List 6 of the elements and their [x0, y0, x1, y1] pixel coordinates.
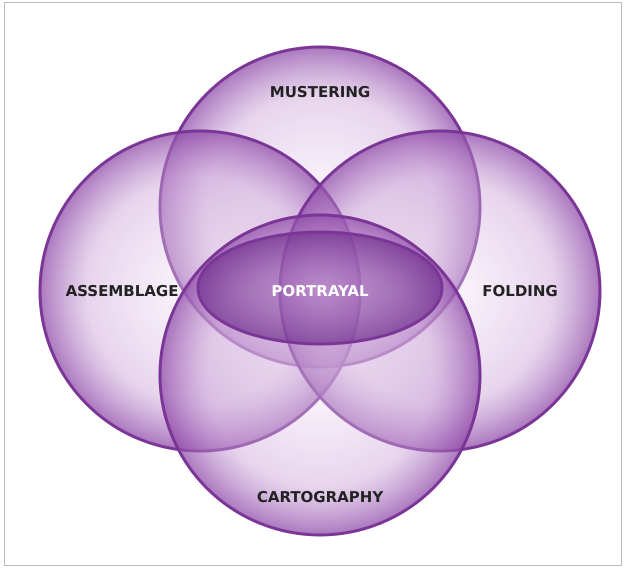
circle-label: MUSTERING [270, 83, 370, 101]
circle-label: CARTOGRAPHY [256, 488, 384, 506]
circle-label: ASSEMBLAGE [66, 282, 178, 300]
circle-label: PORTRAYAL [271, 282, 369, 300]
venn-circle [196, 230, 444, 346]
circle-label: FOLDING [482, 282, 558, 300]
